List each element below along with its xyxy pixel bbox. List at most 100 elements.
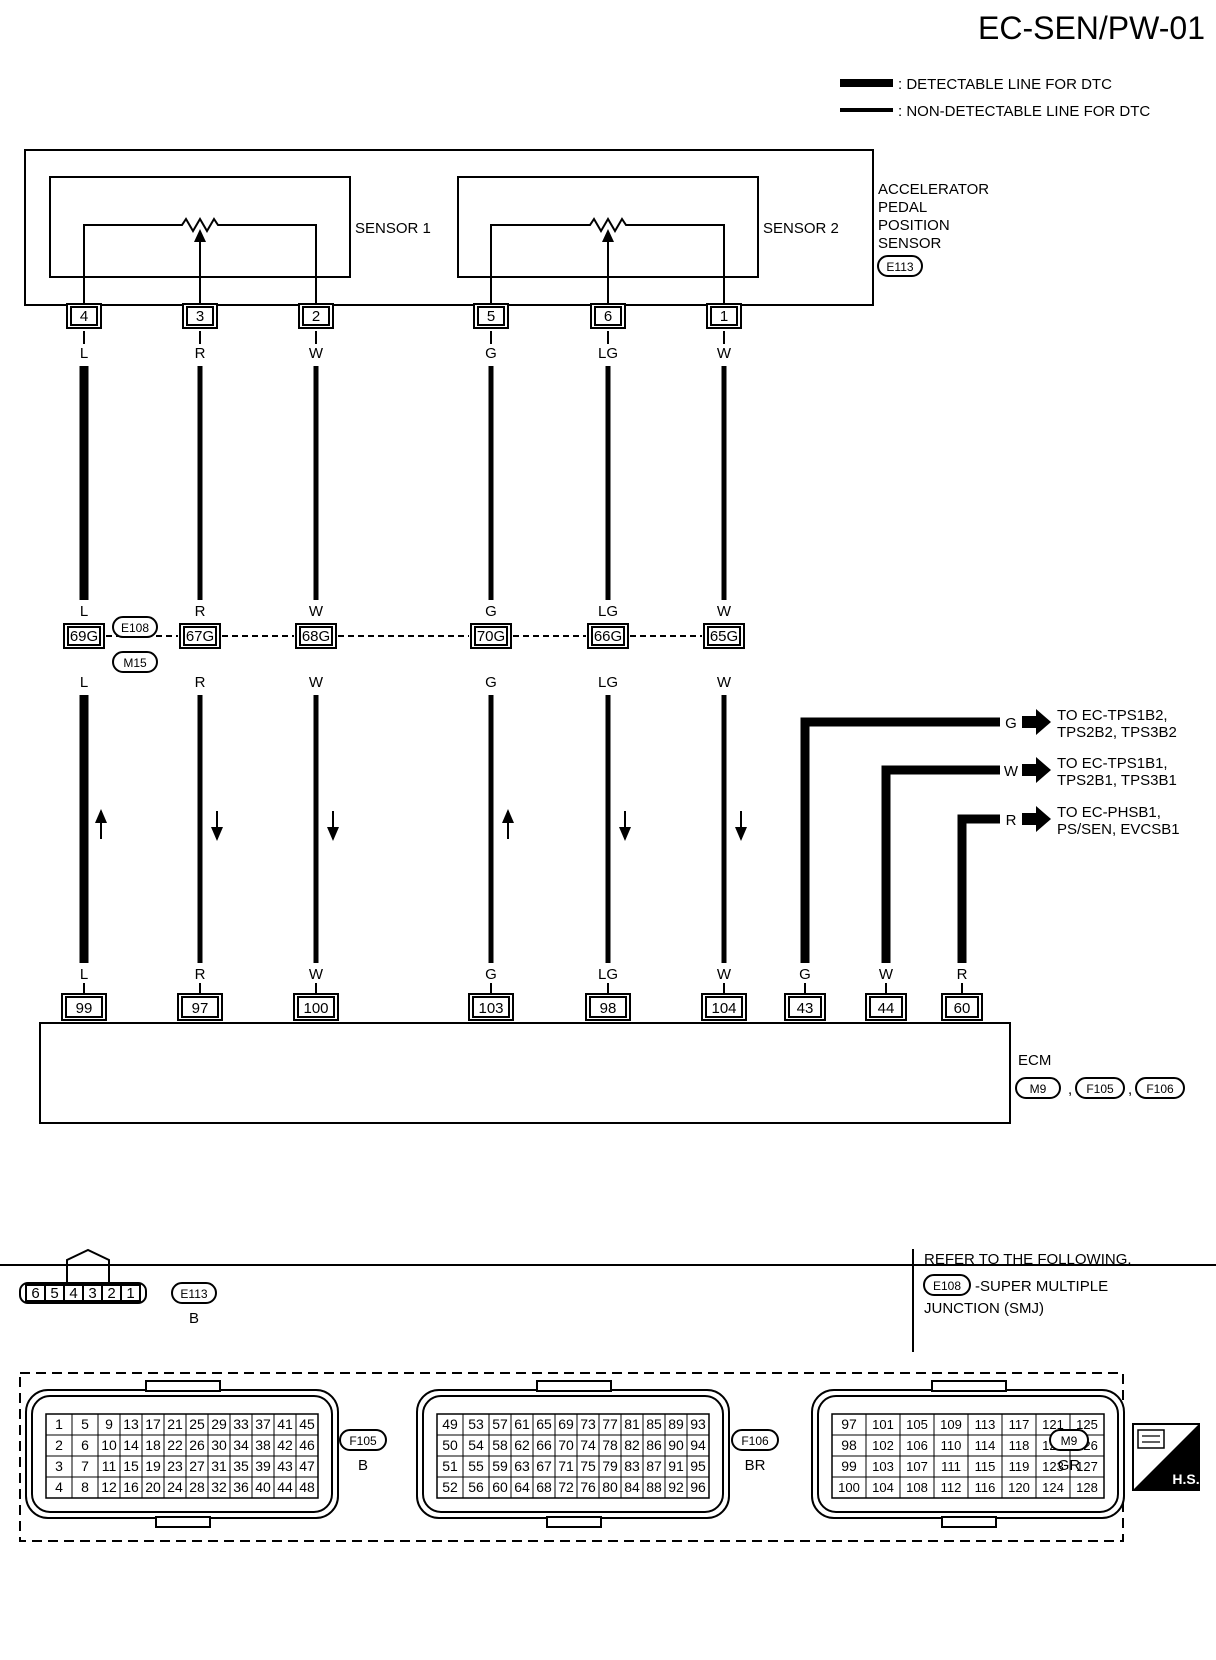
e113-connector-code: E113 — [180, 1287, 207, 1301]
face-pin-number: 22 — [167, 1437, 183, 1453]
face-pin-number: 103 — [872, 1459, 894, 1474]
sensor-pin-0: 4 — [66, 303, 102, 329]
branch-ecm-pin-2-number: 60 — [954, 1000, 971, 1017]
face-pin-number: 96 — [690, 1479, 706, 1495]
face-pin-number: 53 — [468, 1416, 484, 1432]
face-pin-number: 39 — [255, 1458, 271, 1474]
signal-direction-arrow — [327, 811, 339, 841]
wire-color-ecm: G — [485, 966, 497, 983]
refer-note: REFER TO THE FOLLOWING. E108 -SUPER MULT… — [923, 1251, 1132, 1317]
junction-tag-m15 — [112, 651, 158, 673]
face-pin-number: 45 — [299, 1416, 315, 1432]
face-lock-bottom — [155, 1516, 211, 1528]
junction-pin-1: 67G — [179, 623, 221, 649]
face-lock-bottom — [546, 1516, 602, 1528]
face-pin-number: 94 — [690, 1437, 706, 1453]
branch-color-ecm: G — [799, 966, 811, 983]
e113-pin-number: 4 — [69, 1285, 77, 1302]
face-pin-number: 95 — [690, 1458, 706, 1474]
face-pin-number: 93 — [690, 1416, 706, 1432]
wire-color-junction-top: L — [80, 603, 88, 620]
face-pin-number: 5 — [81, 1416, 89, 1432]
face-pin-number: 117 — [1009, 1417, 1030, 1432]
sensor-pin-1: 3 — [182, 303, 218, 329]
face-lock-bottom — [941, 1516, 997, 1528]
face-pin-number: 29 — [211, 1416, 227, 1432]
face-pin-number: 62 — [514, 1437, 530, 1453]
face-pin-number: 80 — [602, 1479, 618, 1495]
face-pin-number: 88 — [646, 1479, 662, 1495]
face-pin-number: 77 — [602, 1416, 618, 1432]
face-pin-number: 105 — [906, 1417, 928, 1432]
face-pin-number: 10 — [101, 1437, 117, 1453]
face-pin-number: 59 — [492, 1458, 508, 1474]
face-pin-number: 41 — [277, 1416, 293, 1432]
wire-color-junction-bottom: W — [717, 674, 732, 691]
branch-destination-line-1: TO EC-TPS1B1, — [1057, 755, 1168, 772]
wire-1: 3RRRR67G97APS1 — [177, 303, 223, 1044]
face-connector-color: B — [358, 1457, 368, 1474]
face-pin-number: 114 — [975, 1438, 996, 1453]
face-pin-number: 1 — [55, 1416, 63, 1432]
wire-color-junction-top: G — [485, 603, 497, 620]
face-pin-number: 123 — [1042, 1459, 1064, 1474]
face-pin-number: 127 — [1076, 1459, 1098, 1474]
junction-pin-1-number: 67G — [186, 628, 214, 645]
sensor-name-line-2: PEDAL — [878, 199, 927, 216]
face-connector-color: GR — [1058, 1457, 1081, 1474]
face-pin-number: 32 — [211, 1479, 227, 1495]
branch-arrow-icon — [1022, 709, 1051, 735]
face-pin-number: 108 — [906, 1480, 928, 1495]
junction-tag-e108 — [112, 616, 158, 638]
e113-cavity — [120, 1284, 141, 1302]
face-pin-number: 24 — [167, 1479, 183, 1495]
face-pin-number: 101 — [872, 1417, 894, 1432]
branch-arrow-icon — [1022, 806, 1051, 832]
junction-pin-0: 69G — [63, 623, 105, 649]
wire-color-ecm: R — [195, 966, 206, 983]
face-tag — [1049, 1429, 1089, 1451]
wire-color-ecm: W — [309, 966, 324, 983]
face-pin-number: 37 — [255, 1416, 271, 1432]
ecm: ECM M9 , F105 , F106 — [39, 1022, 1185, 1124]
face-pin-number: 58 — [492, 1437, 508, 1453]
legend: : DETECTABLE LINE FOR DTC : NON-DETECTAB… — [840, 76, 1150, 120]
face-pin-number: 107 — [906, 1459, 928, 1474]
ecm-tag-f105 — [1075, 1077, 1125, 1099]
face-pin-number: 18 — [145, 1437, 161, 1453]
sensor-2-resistor — [490, 217, 725, 305]
junction-pin-2-number: 68G — [302, 628, 330, 645]
face-pin-number: 111 — [941, 1459, 961, 1474]
face-pin-number: 3 — [55, 1458, 63, 1474]
face-pin-number: 85 — [646, 1416, 662, 1432]
branch-destination-line-2: TPS2B1, TPS3B1 — [1057, 772, 1177, 789]
face-connector-code: F106 — [741, 1434, 769, 1448]
face-pin-number: 50 — [442, 1437, 458, 1453]
e113-connector-color: B — [189, 1310, 199, 1327]
face-pin-number: 70 — [558, 1437, 574, 1453]
face-pin-number: 11 — [102, 1458, 117, 1474]
ecm-separator-1: , — [1068, 1081, 1072, 1098]
e113-pin-number: 5 — [50, 1285, 58, 1302]
wire-color-junction-bottom: R — [195, 674, 206, 691]
wire-color-junction-bottom: G — [485, 674, 497, 691]
branch-ecm-pin-0: 43 — [784, 993, 826, 1021]
ecm-pin-1-number: 97 — [192, 1000, 209, 1017]
face-pin-number: 2 — [55, 1437, 63, 1453]
wires: 4LLLL69G99AVCC1-APS13RRRR67G97APS12WWWW6… — [57, 303, 748, 1060]
branch-destination-line-2: PS/SEN, EVCSB1 — [1057, 821, 1180, 838]
signal-direction-arrow — [619, 811, 631, 841]
wire-color-junction-bottom: W — [309, 674, 324, 691]
face-pin-number: 43 — [277, 1458, 293, 1474]
sensor-pin-2-number: 2 — [312, 308, 320, 325]
e113-pin-number: 2 — [107, 1285, 115, 1302]
face-pin-number: 73 — [580, 1416, 596, 1432]
face-pin-number: 106 — [906, 1438, 928, 1453]
sensor-1-resistor — [83, 217, 317, 305]
